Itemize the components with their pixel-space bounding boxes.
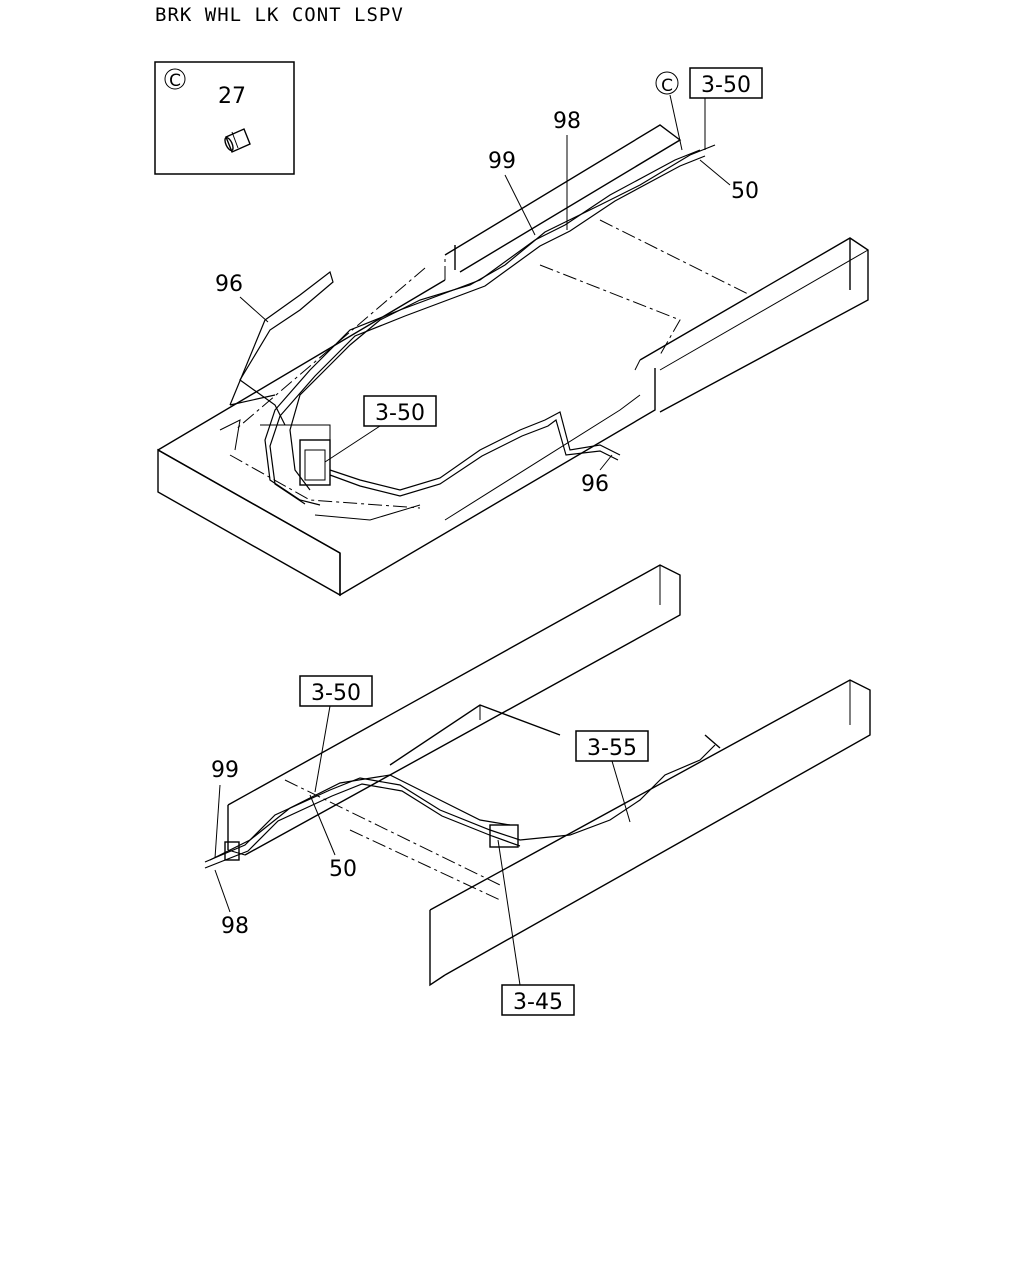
inset-symbol: C (169, 71, 181, 91)
lower-valve-block (489, 824, 519, 848)
nut-fitting-icon (224, 128, 251, 153)
upper-callout-98: 98 (553, 109, 581, 134)
lower-ref-box-a (299, 675, 373, 707)
upper-ref-3-50-top: 3-50 (701, 73, 751, 98)
detail-inset: C 27 (154, 61, 295, 175)
upper-callout-99: 99 (488, 149, 516, 174)
upper-callout-50: 50 (731, 179, 759, 204)
lower-ref-box-c (501, 984, 575, 1016)
upper-ref-3-50-mid: 3-50 (375, 401, 425, 426)
inset-part-label: 27 (218, 84, 246, 109)
circle-c-symbol (164, 68, 186, 90)
lower-frame-view: 3-50 3-55 3-45 99 50 98 (204, 564, 871, 1016)
lower-ref-box-b (575, 730, 649, 762)
lower-callout-98: 98 (221, 914, 249, 939)
lower-callout-50: 50 (329, 857, 357, 882)
lower-ref-3-50: 3-50 (311, 681, 361, 706)
lower-fitting-left (224, 841, 240, 861)
page-title: BRK WHL LK CONT LSPV (155, 4, 404, 26)
upper-ref-c: C (661, 76, 673, 96)
circle-c-marker (655, 71, 679, 95)
upper-callout-96-left: 96 (215, 272, 243, 297)
lower-ref-3-55: 3-55 (587, 736, 637, 761)
upper-callout-96-right: 96 (581, 472, 609, 497)
upper-ref-box-mid (363, 395, 437, 427)
upper-frame-view: 98 99 50 96 96 C 3-50 3-50 (157, 67, 869, 597)
lower-ref-3-45: 3-45 (513, 990, 563, 1015)
upper-ref-box-top (689, 67, 763, 99)
lower-callout-99: 99 (211, 758, 239, 783)
